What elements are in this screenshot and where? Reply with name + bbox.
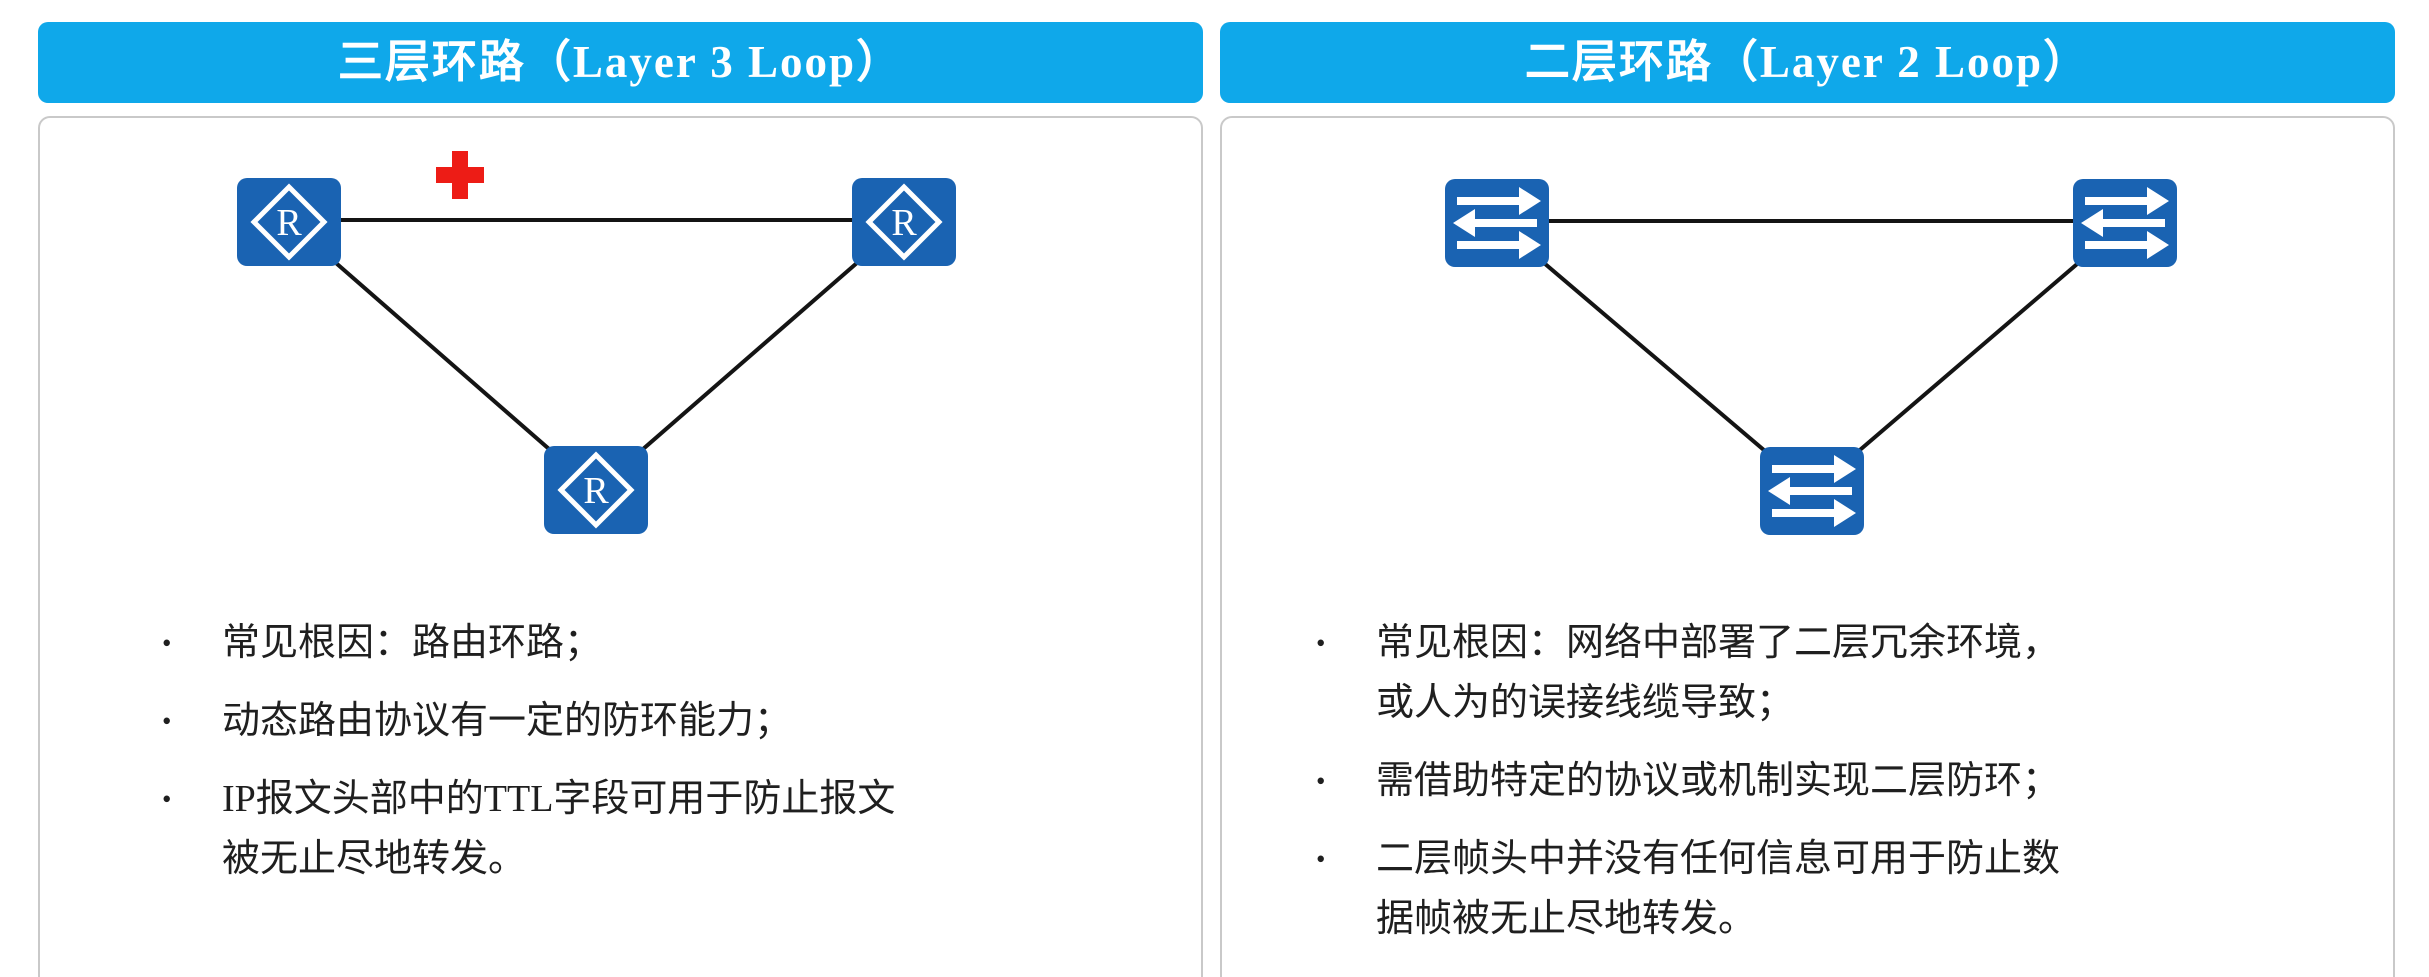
list-item: • 二层帧头中并没有任何信息可用于防止数 据帧被无止尽地转发。 xyxy=(1316,829,2363,949)
router-icon: R xyxy=(852,178,956,266)
switch-arrows xyxy=(2081,187,2169,259)
note-text: 动态路由协议有一定的防环能力； xyxy=(222,700,793,742)
list-item: • IP报文头部中的TTL字段可用于防止报文 被无止尽地转发。 xyxy=(162,769,1171,889)
note-text: 或人为的误接线缆导致； xyxy=(1376,682,1795,724)
bullet-dot: • xyxy=(162,784,172,814)
list-item: • 常见根因：路由环路； xyxy=(162,613,1171,673)
layer3-header: 三层环路（Layer 3 Loop） xyxy=(38,22,1203,103)
layer2-notes: • 常见根因：网络中部署了二层冗余环境， 或人为的误接线缆导致； • 需借助特定… xyxy=(1222,613,2393,949)
link-line xyxy=(1810,221,2127,493)
layer2-header: 二层环路（Layer 2 Loop） xyxy=(1220,22,2395,103)
layer3-card: R R R • xyxy=(38,116,1203,977)
layer2-topology-svg xyxy=(1445,179,2177,535)
layer2-diagram xyxy=(1222,118,2393,613)
layer3-diagram: R R R xyxy=(40,118,1201,613)
note-text: 需借助特定的协议或机制实现二层防环； xyxy=(1376,760,2061,802)
switch-icon xyxy=(1760,447,1864,535)
note-text: 常见根因：路由环路； xyxy=(222,622,603,664)
switch-icon xyxy=(2073,179,2177,267)
note-text: 据帧被无止尽地转发。 xyxy=(1376,898,1757,940)
layer2-card: • 常见根因：网络中部署了二层冗余环境， 或人为的误接线缆导致； • 需借助特定… xyxy=(1220,116,2395,977)
layer3-title: 三层环路（Layer 3 Loop） xyxy=(337,37,904,87)
switch-arrows xyxy=(1768,455,1856,527)
list-item: • 需借助特定的协议或机制实现二层防环； xyxy=(1316,751,2363,811)
bullet-dot: • xyxy=(1316,628,1326,658)
switch-icon xyxy=(1445,179,1549,267)
note-text: IP报文头部中的TTL字段可用于防止报文 xyxy=(222,778,896,820)
layer3-topology-svg: R R R xyxy=(237,151,956,534)
router-letter: R xyxy=(583,470,609,512)
note-text: 被无止尽地转发。 xyxy=(222,838,527,880)
layer2-title: 二层环路（Layer 2 Loop） xyxy=(1524,37,2091,87)
bullet-dot: • xyxy=(162,706,172,736)
bullet-dot: • xyxy=(162,628,172,658)
bullet-dot: • xyxy=(1316,766,1326,796)
link-lines xyxy=(1495,219,2127,493)
router-icon: R xyxy=(544,446,648,534)
link-line xyxy=(287,220,598,492)
blocked-cross-icon xyxy=(436,151,484,199)
switch-arrows xyxy=(1453,187,1541,259)
bullet-dot: • xyxy=(1316,844,1326,874)
note-text: 二层帧头中并没有任何信息可用于防止数 xyxy=(1376,838,2061,880)
link-line xyxy=(594,220,906,492)
router-letter: R xyxy=(276,202,302,244)
note-text: 常见根因：网络中部署了二层冗余环境， xyxy=(1376,622,2061,664)
layer3-notes: • 常见根因：路由环路； • 动态路由协议有一定的防环能力； • IP报文头部中… xyxy=(40,613,1201,889)
link-line xyxy=(1495,221,1814,493)
layer3-panel: 三层环路（Layer 3 Loop） xyxy=(38,0,1203,977)
list-item: • 常见根因：网络中部署了二层冗余环境， 或人为的误接线缆导致； xyxy=(1316,613,2363,733)
router-icon: R xyxy=(237,178,341,266)
list-item: • 动态路由协议有一定的防环能力； xyxy=(162,691,1171,751)
link-lines xyxy=(287,218,906,492)
layer2-panel: 二层环路（Layer 2 Loop） xyxy=(1220,0,2395,977)
router-letter: R xyxy=(891,202,917,244)
